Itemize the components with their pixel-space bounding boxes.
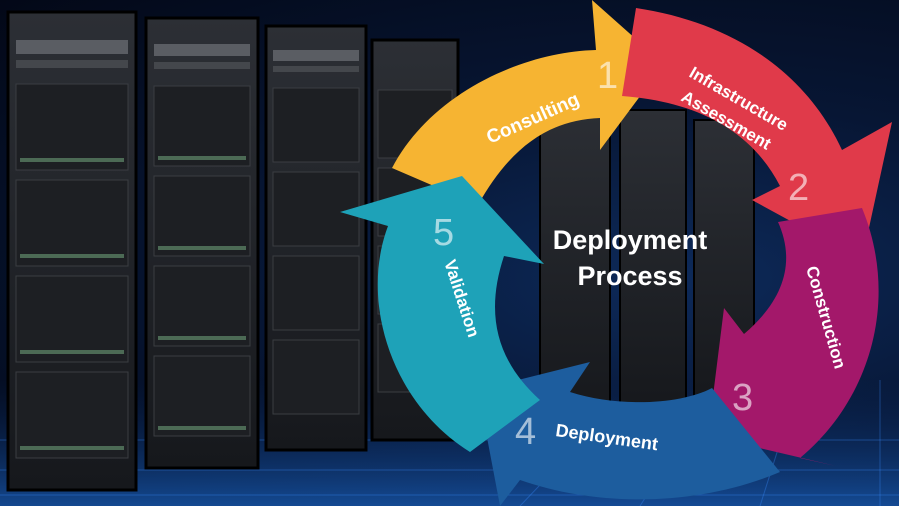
arrow-step-1 [392, 0, 664, 205]
diagram-title-line2: Process [577, 261, 683, 291]
server-rack [539, 99, 755, 421]
arrow-step-3 [708, 208, 879, 466]
server-rack [144, 16, 260, 470]
step-1-number: 1 [597, 55, 618, 97]
arrow-step-2 [622, 8, 892, 260]
step-5-number: 5 [433, 212, 454, 254]
step-3-number: 3 [732, 377, 753, 419]
diagram-title: Deployment Process [500, 222, 760, 294]
step-4-number: 4 [515, 411, 536, 453]
server-rack [264, 24, 368, 452]
diagram-title-line1: Deployment [552, 225, 708, 255]
arrow-step-5 [340, 176, 544, 452]
arrow-step-4 [478, 362, 780, 506]
server-rack [6, 10, 138, 492]
step-2-number: 2 [788, 167, 809, 209]
